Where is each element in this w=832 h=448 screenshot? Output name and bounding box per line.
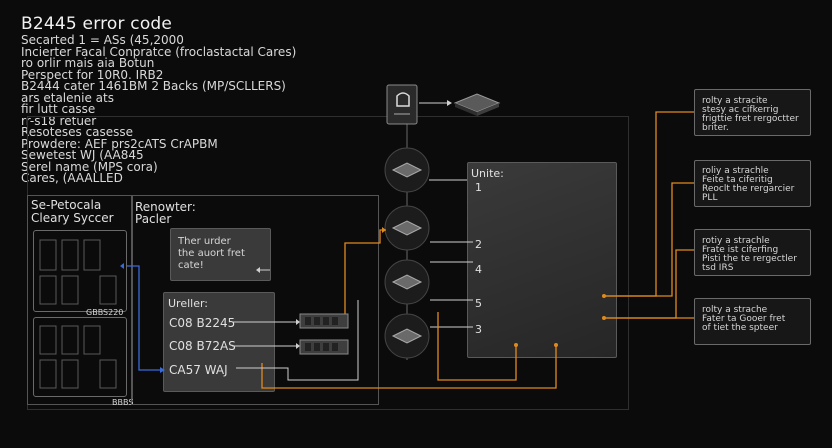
note-line-2: the auort fret: [178, 248, 245, 259]
page-title: B2445 error code: [21, 14, 173, 34]
code-item-1[interactable]: C08 B2245: [169, 316, 236, 330]
codes-title: Ureller:: [168, 297, 209, 310]
left-board-bottom: [33, 317, 127, 397]
output-box-3[interactable]: [694, 229, 811, 276]
chip-node-2: [384, 205, 430, 251]
codes-box: [163, 292, 275, 392]
output-1-line-3: frigttie fret rergoctter: [702, 114, 799, 124]
output-4-line-3: of tiet the spteer: [702, 323, 778, 333]
output-box-4[interactable]: [694, 298, 811, 345]
unit-port-5: 3: [475, 323, 482, 336]
chip-stack-icon: [453, 93, 501, 116]
left-board-detail-top: [39, 239, 117, 305]
left-board-detail-bottom: [39, 325, 117, 389]
output-3-line-4: tsd IRS: [702, 263, 734, 273]
unit-port-2: 2: [475, 238, 482, 251]
wire-unit-bottom-2: [261, 345, 557, 389]
note-box: [170, 228, 271, 281]
center-panel-title-1: Renowter:: [135, 200, 196, 214]
spec-line: Perspect for 10R0. IRB2: [21, 68, 164, 82]
wire-out-3: [604, 249, 694, 319]
output-box-2[interactable]: [694, 160, 811, 207]
left-footer-caption: BBBS: [112, 398, 134, 407]
chip-node-1: [384, 147, 430, 193]
left-sub-caption: GBBS220: [86, 308, 124, 317]
output-3-line-2: Frate ist ciferfing: [702, 245, 779, 255]
spec-line: fir lutt casse: [21, 102, 96, 116]
output-3-line-1: rotiy a strachle: [702, 236, 770, 246]
note-line-3: cate!: [178, 260, 204, 271]
spec-line: Sewetest WJ (AA845: [21, 148, 144, 162]
output-1-line-4: briter.: [702, 123, 729, 133]
router-icon: [386, 84, 418, 125]
wire-panel-node: [344, 229, 386, 318]
chip-node-3: [384, 259, 430, 305]
board-icon-2: [299, 339, 349, 355]
center-panel: [131, 195, 379, 405]
note-line-1: Ther urder: [178, 236, 231, 247]
output-2-line-2: Feite ta ciferitig: [702, 175, 773, 185]
output-4-line-2: Fater ta Gooer fret: [702, 314, 786, 324]
wire-out-2: [604, 182, 694, 297]
spec-line: ro orlir mais aia Botun: [21, 56, 155, 70]
left-panel: [27, 195, 133, 405]
output-box-1[interactable]: [694, 89, 811, 136]
unit-port-3: 4: [475, 263, 482, 276]
output-4-line-1: rolty a strache: [702, 305, 768, 315]
wire-unit-bottom-1: [437, 312, 517, 381]
unit-box: [467, 162, 617, 358]
unit-port-4: 5: [475, 297, 482, 310]
output-3-line-3: Pisti the te rergectler: [702, 254, 797, 264]
spec-line: rr-s18 retuer: [21, 114, 97, 128]
left-panel-title-2: Cleary Syccer: [31, 211, 114, 225]
left-board-top: [33, 230, 127, 312]
output-2-line-1: roliy a strachle: [702, 166, 769, 176]
center-panel-title-2: Pacler: [135, 212, 172, 226]
spec-line: Resoteses casesse: [21, 125, 134, 139]
wire-out-1: [604, 111, 694, 297]
output-2-line-4: PLL: [702, 193, 718, 203]
output-1-line-2: stesy ac cifkerrig: [702, 105, 779, 115]
unit-port-1: 1: [475, 181, 482, 194]
spec-line: Incierter Facal Conpratce (froclastactal…: [21, 45, 297, 59]
spec-line: Secarted 1 = ASs (45,2000: [21, 33, 184, 47]
output-2-line-3: Reoclt the rergarcier: [702, 184, 795, 194]
code-item-2[interactable]: C08 B72AS: [169, 339, 236, 353]
left-panel-title-1: Se-Petocala: [31, 198, 102, 212]
wire-code3: [236, 300, 359, 381]
spec-line: Prowdere: AEF prs2cATS CrAPBM: [21, 137, 218, 151]
spec-line: B2444 cater 1461BM 2 Backs (MP/SCLLERS): [21, 79, 286, 93]
code-item-3[interactable]: CA57 WAJ: [169, 363, 228, 377]
chip-node-4: [384, 313, 430, 359]
spec-line: Serel name (MPS cora): [21, 160, 158, 174]
spec-line: ars etalenie ats: [21, 91, 114, 105]
wire-blue: [127, 265, 163, 371]
output-1-line-1: rolty a stracite: [702, 96, 768, 106]
board-icon: [299, 313, 349, 329]
unit-label: Unite:: [471, 167, 504, 180]
spec-line: Cares, (AAALLED: [21, 171, 123, 185]
